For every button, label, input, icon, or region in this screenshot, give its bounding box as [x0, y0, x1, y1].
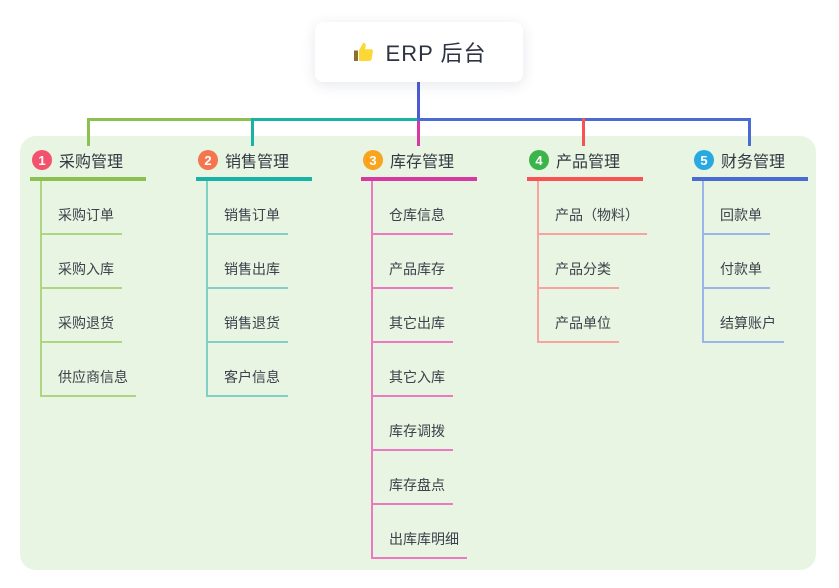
child-node[interactable]: 回款单 [702, 205, 770, 235]
child-node-row: 销售出库 [206, 235, 312, 289]
child-node-row: 采购入库 [40, 235, 146, 289]
branch-3-title[interactable]: 3 库存管理 [361, 146, 477, 181]
child-node-row: 采购订单 [40, 181, 146, 235]
child-node-row: 其它入库 [371, 343, 477, 397]
branch-2-title[interactable]: 2 销售管理 [196, 146, 312, 181]
edge-horizontal-branch-2 [251, 118, 418, 121]
branch-1-label: 采购管理 [59, 154, 124, 171]
child-node-row: 产品单位 [537, 289, 643, 343]
branch-3-label: 库存管理 [390, 154, 455, 171]
branch-2-children: 销售订单销售出库销售退货客户信息 [206, 181, 312, 397]
child-node-row: 产品分类 [537, 235, 643, 289]
child-node-row: 库存调拨 [371, 397, 477, 451]
child-node[interactable]: 付款单 [702, 259, 770, 289]
branch-1-children: 采购订单采购入库采购退货供应商信息 [40, 181, 146, 397]
child-node[interactable]: 采购入库 [40, 259, 122, 289]
child-node[interactable]: 客户信息 [206, 367, 288, 397]
branch-1-title[interactable]: 1 采购管理 [30, 146, 146, 181]
branch-2: 2 销售管理销售订单销售出库销售退货客户信息 [196, 146, 312, 397]
branch-1-number-badge: 1 [32, 150, 52, 170]
child-node[interactable]: 出库库明细 [371, 529, 467, 559]
child-node[interactable]: 仓库信息 [371, 205, 453, 235]
branch-3-children: 仓库信息产品库存其它出库其它入库库存调拨库存盘点出库库明细 [371, 181, 477, 559]
branch-5-number-badge: 5 [694, 150, 714, 170]
child-node-row: 供应商信息 [40, 343, 146, 397]
child-node[interactable]: 产品分类 [537, 259, 619, 289]
child-node[interactable]: 结算账户 [702, 313, 784, 343]
child-node-row: 产品库存 [371, 235, 477, 289]
root-node[interactable]: ERP 后台 [315, 22, 523, 82]
child-node[interactable]: 产品库存 [371, 259, 453, 289]
branch-1: 1 采购管理采购订单采购入库采购退货供应商信息 [30, 146, 146, 397]
branch-2-child-connector [206, 181, 208, 397]
branch-2-number-badge: 2 [198, 150, 218, 170]
child-node[interactable]: 产品单位 [537, 313, 619, 343]
edge-horizontal-branch-1 [87, 118, 251, 121]
branch-4-title[interactable]: 4 产品管理 [527, 146, 643, 181]
canvas-background [20, 136, 816, 570]
branch-5-children: 回款单付款单结算账户 [702, 181, 808, 343]
child-node-row: 采购退货 [40, 289, 146, 343]
child-node[interactable]: 其它入库 [371, 367, 453, 397]
branch-5-child-connector [702, 181, 704, 343]
branch-4-children: 产品（物料） 产品分类产品单位 [537, 181, 647, 343]
child-node[interactable]: 采购退货 [40, 313, 122, 343]
child-node-row: 销售订单 [206, 181, 312, 235]
child-node-row: 客户信息 [206, 343, 312, 397]
branch-3: 3 库存管理仓库信息产品库存其它出库其它入库库存调拨库存盘点出库库明细 [361, 146, 477, 559]
branch-1-child-connector [40, 181, 42, 397]
child-node[interactable]: 销售出库 [206, 259, 288, 289]
child-node-row: 仓库信息 [371, 181, 477, 235]
branch-5: 5 财务管理回款单付款单结算账户 [692, 146, 808, 343]
child-node[interactable]: 供应商信息 [40, 367, 136, 397]
root-edge-vertical [417, 82, 420, 121]
branch-5-title[interactable]: 5 财务管理 [692, 146, 808, 181]
edge-drop-branch-3 [417, 121, 420, 146]
child-node[interactable]: 采购订单 [40, 205, 122, 235]
branch-4: 4 产品管理产品（物料） 产品分类产品单位 [527, 146, 647, 343]
branch-4-number-badge: 4 [529, 150, 549, 170]
thumbs-up-icon [352, 40, 376, 64]
branch-3-child-connector [371, 181, 373, 559]
child-node[interactable]: 库存盘点 [371, 475, 453, 505]
child-node-row: 出库库明细 [371, 505, 477, 559]
child-node-row: 产品（物料） [537, 181, 647, 235]
child-node-row: 付款单 [702, 235, 808, 289]
child-node[interactable]: 库存调拨 [371, 421, 453, 451]
edge-drop-branch-5 [748, 118, 751, 146]
child-node[interactable]: 产品（物料） [537, 205, 647, 235]
root-label: ERP 后台 [385, 41, 487, 66]
edge-drop-branch-1 [87, 118, 90, 146]
branch-5-label: 财务管理 [721, 154, 786, 171]
child-node-row: 销售退货 [206, 289, 312, 343]
child-node[interactable]: 销售订单 [206, 205, 288, 235]
branch-4-label: 产品管理 [556, 154, 621, 171]
branch-4-child-connector [537, 181, 539, 343]
child-node-row: 结算账户 [702, 289, 808, 343]
edge-drop-branch-4 [582, 118, 585, 146]
child-node[interactable]: 其它出库 [371, 313, 453, 343]
child-node-row: 库存盘点 [371, 451, 477, 505]
child-node-row: 回款单 [702, 181, 808, 235]
edge-drop-branch-2 [251, 118, 254, 146]
branch-3-number-badge: 3 [363, 150, 383, 170]
branch-2-label: 销售管理 [225, 154, 290, 171]
child-node[interactable]: 销售退货 [206, 313, 288, 343]
child-node-row: 其它出库 [371, 289, 477, 343]
